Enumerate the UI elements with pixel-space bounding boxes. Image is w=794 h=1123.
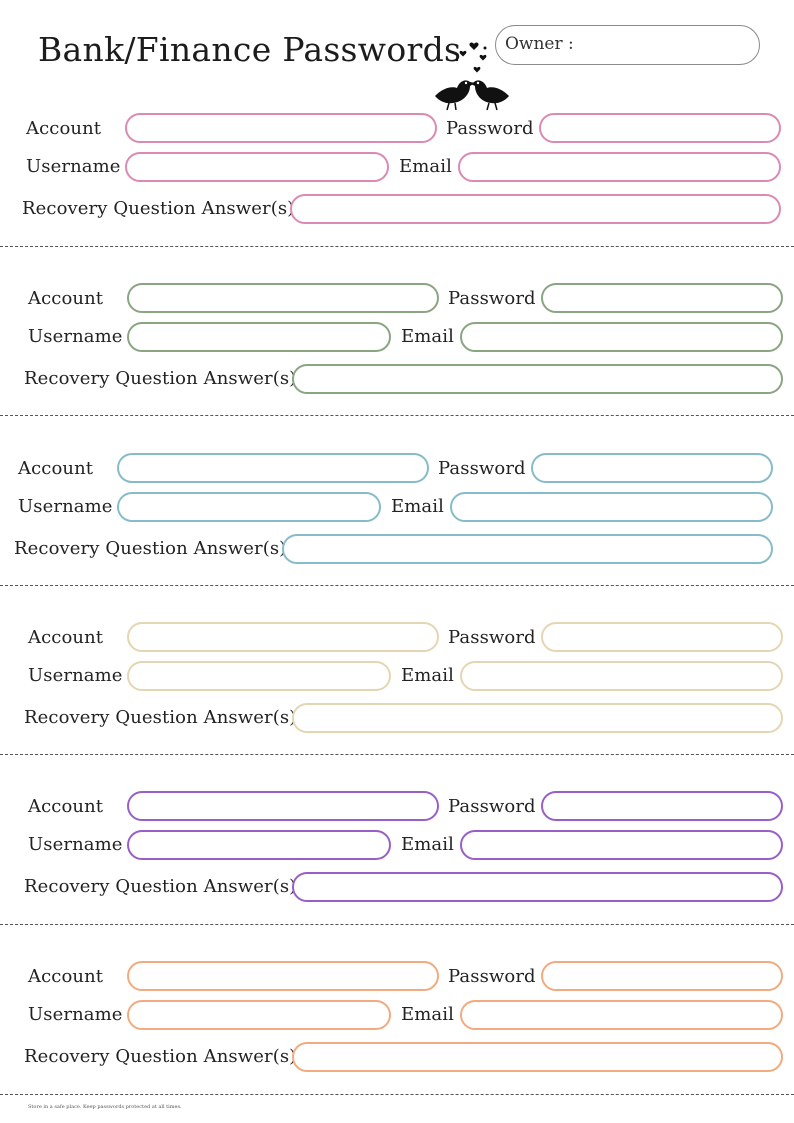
email-label: Email — [401, 834, 454, 855]
recovery-label: Recovery Question Answer(s) — [24, 876, 297, 897]
username-label: Username — [28, 326, 123, 347]
account-field[interactable] — [127, 961, 439, 991]
footer-note: Store in a safe place. Keep passwords pr… — [28, 1104, 182, 1110]
recovery-label: Recovery Question Answer(s) — [24, 368, 297, 389]
email-field[interactable] — [460, 1000, 783, 1030]
owner-field[interactable]: Owner : — [495, 25, 760, 65]
recovery-label: Recovery Question Answer(s) — [14, 538, 287, 559]
username-field[interactable] — [127, 1000, 391, 1030]
owner-label: Owner : — [505, 34, 574, 54]
account-field[interactable] — [127, 622, 439, 652]
section-divider — [0, 415, 794, 416]
username-label: Username — [18, 496, 113, 517]
password-label: Password — [446, 118, 534, 139]
recovery-field[interactable] — [292, 1042, 783, 1072]
password-label: Password — [438, 458, 526, 479]
recovery-field[interactable] — [282, 534, 773, 564]
recovery-field[interactable] — [292, 703, 783, 733]
username-label: Username — [26, 156, 121, 177]
recovery-field[interactable] — [292, 364, 783, 394]
password-label: Password — [448, 796, 536, 817]
email-field[interactable] — [460, 322, 783, 352]
account-field[interactable] — [127, 791, 439, 821]
account-label: Account — [28, 796, 104, 817]
username-label: Username — [28, 1004, 123, 1025]
password-label: Password — [448, 288, 536, 309]
password-label: Password — [448, 966, 536, 987]
email-label: Email — [401, 1004, 454, 1025]
account-field[interactable] — [117, 453, 429, 483]
username-field[interactable] — [127, 830, 391, 860]
password-field[interactable] — [539, 113, 781, 143]
recovery-field[interactable] — [292, 872, 783, 902]
recovery-label: Recovery Question Answer(s) — [24, 707, 297, 728]
account-label: Account — [28, 288, 104, 309]
password-label: Password — [448, 627, 536, 648]
page-title: Bank/Finance Passwords — [38, 30, 462, 69]
recovery-field[interactable] — [290, 194, 781, 224]
email-field[interactable] — [458, 152, 781, 182]
section-divider — [0, 924, 794, 925]
recovery-label: Recovery Question Answer(s) — [24, 1046, 297, 1067]
username-label: Username — [28, 665, 123, 686]
email-label: Email — [401, 665, 454, 686]
password-field[interactable] — [531, 453, 773, 483]
section-divider — [0, 754, 794, 755]
email-label: Email — [391, 496, 444, 517]
email-label: Email — [401, 326, 454, 347]
section-divider — [0, 1094, 794, 1095]
recovery-label: Recovery Question Answer(s) — [22, 198, 295, 219]
account-field[interactable] — [127, 283, 439, 313]
email-field[interactable] — [460, 830, 783, 860]
account-label: Account — [28, 627, 104, 648]
username-field[interactable] — [127, 322, 391, 352]
account-field[interactable] — [125, 113, 437, 143]
username-label: Username — [28, 834, 123, 855]
account-label: Account — [18, 458, 94, 479]
section-divider — [0, 585, 794, 586]
password-field[interactable] — [541, 961, 783, 991]
account-label: Account — [28, 966, 104, 987]
email-field[interactable] — [460, 661, 783, 691]
username-field[interactable] — [117, 492, 381, 522]
section-divider — [0, 246, 794, 247]
password-field[interactable] — [541, 791, 783, 821]
password-field[interactable] — [541, 622, 783, 652]
lovebirds-icon — [435, 42, 509, 111]
password-field[interactable] — [541, 283, 783, 313]
account-label: Account — [26, 118, 102, 139]
email-field[interactable] — [450, 492, 773, 522]
username-field[interactable] — [125, 152, 389, 182]
username-field[interactable] — [127, 661, 391, 691]
email-label: Email — [399, 156, 452, 177]
